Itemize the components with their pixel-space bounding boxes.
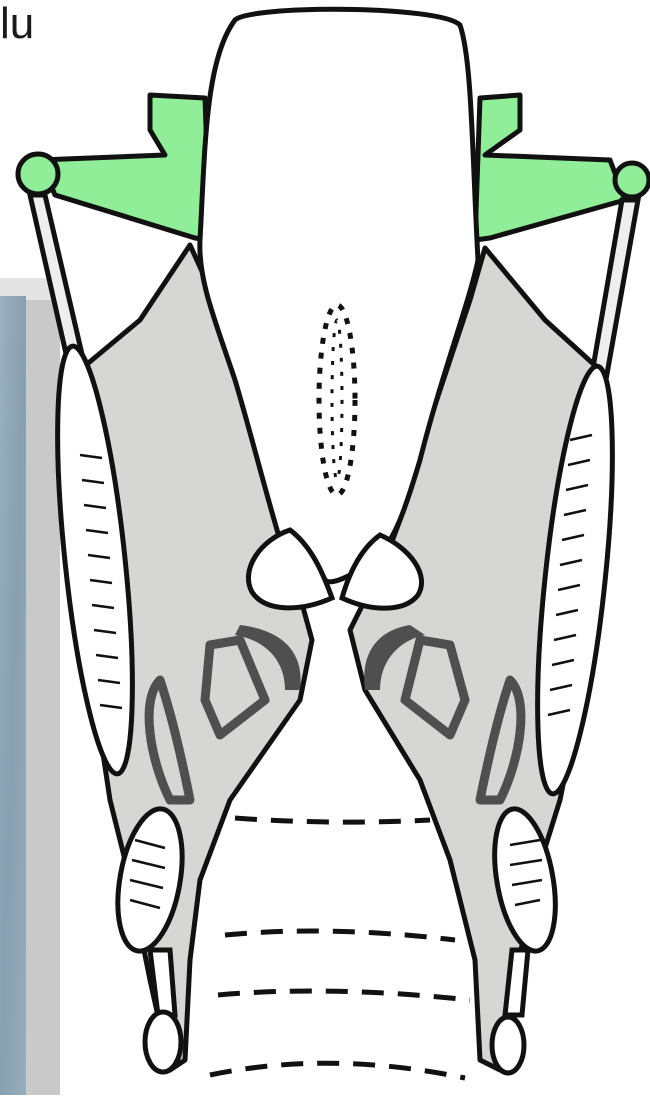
ring-3 (218, 991, 470, 1000)
caption-text: lu (0, 2, 34, 46)
green-cartilage-left (40, 95, 210, 240)
ring-2 (225, 931, 455, 940)
green-knob-right (615, 163, 649, 197)
bottom-parts (145, 950, 528, 1073)
connector-right (505, 950, 528, 1015)
bottom-ellipse-right (492, 1017, 524, 1073)
green-knob-left (18, 154, 58, 194)
green-cartilage-right (475, 95, 625, 240)
ring-4 (210, 1063, 465, 1078)
ring-1 (235, 818, 430, 822)
bottom-ellipse-left (145, 1012, 181, 1072)
rod-right (590, 200, 638, 385)
background-slide-panel (0, 278, 60, 1095)
tracheal-rings (210, 818, 470, 1078)
